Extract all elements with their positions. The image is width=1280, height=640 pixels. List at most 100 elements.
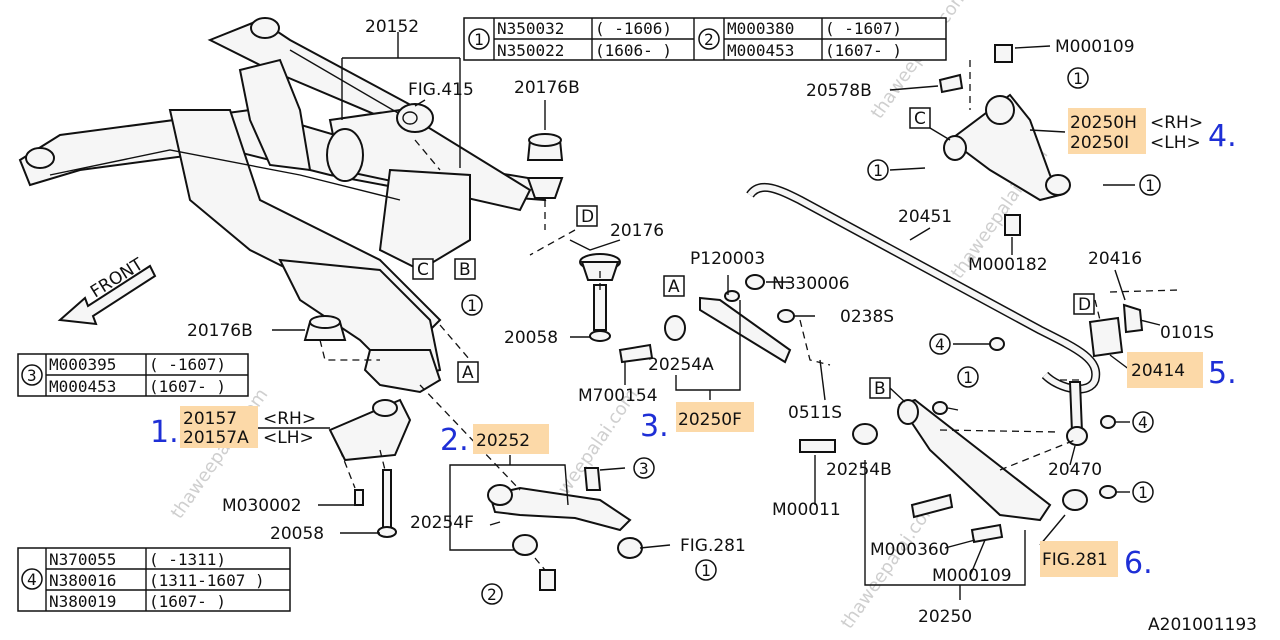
lower-arm-20250: [799, 398, 1117, 544]
label-20250: 20250: [918, 607, 972, 627]
callout-2: 2.: [440, 423, 469, 458]
label-20254b: 20254B: [826, 460, 892, 480]
part-code: N380019: [49, 592, 116, 611]
table-4: 4 N370055 ( -1311) N380016 (1311-1607 ) …: [17, 547, 291, 612]
box-letter-c: C: [417, 260, 429, 280]
date-range: (1607- ): [149, 377, 226, 396]
marker-1: 1: [963, 368, 973, 387]
part-code: M000453: [49, 377, 116, 396]
box-letters: D C B A A C D B: [412, 107, 1095, 399]
date-range: (1311-1607 ): [149, 571, 265, 590]
label-m000109-low: M000109: [932, 566, 1012, 586]
callout-5: 5.: [1208, 356, 1237, 391]
label-20176b-top: 20176B: [514, 78, 580, 98]
highlight-fig281: [1040, 541, 1118, 577]
highlight-20250h: [1068, 108, 1146, 154]
label-20058-low: 20058: [270, 524, 324, 544]
label-n330006: N330006: [772, 274, 850, 294]
highlight-20157: [180, 406, 258, 448]
box-letter-a: A: [668, 277, 680, 297]
label-m000109-top: M000109: [1055, 37, 1135, 57]
marker-2: 2: [487, 585, 497, 604]
label-m000360: M000360: [870, 540, 950, 560]
marker-4: 4: [935, 335, 945, 354]
label-20250h: 20250H: [1070, 113, 1137, 133]
label-20451: 20451: [898, 207, 952, 227]
label-20252: 20252: [476, 431, 530, 451]
marker-1: 1: [701, 561, 711, 580]
label-20157: 20157: [183, 409, 237, 429]
label-20414: 20414: [1131, 361, 1185, 381]
callout-4: 4.: [1208, 119, 1237, 154]
highlight-20252: [473, 424, 549, 454]
label-20250h-rh: <RH>: [1150, 113, 1203, 133]
label-20254f: 20254F: [410, 513, 474, 533]
label-20157-rh: <RH>: [263, 409, 316, 429]
document-code: A201001193: [1148, 615, 1257, 635]
part-code: M000395: [49, 355, 116, 374]
mount-20176: [579, 253, 621, 342]
marker-1: 1: [474, 30, 484, 49]
mount-20176b-top: [526, 133, 564, 199]
label-fig415: FIG.415: [408, 80, 474, 100]
date-range: (1607- ): [149, 592, 226, 611]
label-20176b-left: 20176B: [187, 321, 253, 341]
part-code: N370055: [49, 550, 116, 569]
marker-4: 4: [1138, 413, 1148, 432]
marker-1: 1: [1145, 176, 1155, 195]
circle-markers: 1 3 1 2 1 1 1 4 1 4 1: [461, 67, 1161, 605]
label-0511s: 0511S: [788, 403, 842, 423]
label-20157a: 20157A: [183, 428, 249, 448]
box-letter-b: B: [459, 260, 471, 280]
mount-20176b-left: [303, 315, 347, 341]
label-20254a: 20254A: [648, 355, 714, 375]
marker-2: 2: [704, 30, 714, 49]
arm-20250f: [618, 274, 795, 364]
label-m000182: M000182: [968, 255, 1048, 275]
label-20176: 20176: [610, 221, 664, 241]
callout-3: 3.: [640, 409, 669, 444]
bushing-fig415: [396, 103, 434, 133]
bolt-20058-low: [354, 469, 397, 538]
rear-subframe: [18, 17, 547, 382]
marker-1: 1: [873, 161, 883, 180]
label-20470: 20470: [1048, 460, 1102, 480]
box-letter-b: B: [874, 379, 886, 399]
box-letter-c: C: [914, 109, 926, 129]
header-part-table: 1 2 N350032 ( -1606) N350022 (1606- ) M0…: [463, 17, 947, 61]
part-labels: 20152 FIG.415 20176B 20176B 20176 20058 …: [183, 17, 1257, 635]
marker-3: 3: [27, 366, 37, 385]
marker-1: 1: [467, 296, 477, 315]
bracket-20157: [328, 349, 442, 462]
label-fig281-mid: FIG.281: [680, 536, 746, 556]
label-0238s: 0238S: [840, 307, 894, 327]
date-range: ( -1607): [149, 355, 226, 374]
front-arrow: FRONT: [57, 254, 157, 326]
callout-1: 1.: [150, 415, 179, 450]
marker-3: 3: [639, 459, 649, 478]
part-code: M000380: [727, 19, 794, 38]
part-code: M000453: [727, 41, 794, 60]
label-20250f: 20250F: [678, 410, 742, 430]
date-range: (1607- ): [825, 41, 902, 60]
label-20157a-lh: <LH>: [263, 428, 314, 448]
marker-1: 1: [1073, 69, 1083, 88]
part-code: N350032: [497, 19, 564, 38]
label-p120003: P120003: [690, 249, 765, 269]
label-20058-mid: 20058: [504, 328, 558, 348]
marker-1: 1: [1138, 483, 1148, 502]
label-fig281-right: FIG.281: [1042, 550, 1108, 570]
box-letter-d: D: [581, 207, 594, 227]
label-20250i: 20250I: [1070, 133, 1129, 153]
date-range: ( -1311): [149, 550, 226, 569]
link-20470: [1066, 381, 1116, 446]
label-20416: 20416: [1088, 249, 1142, 269]
label-20152: 20152: [365, 17, 419, 37]
label-m030002: M030002: [222, 496, 302, 516]
label-20578b: 20578B: [806, 81, 872, 101]
label-m00011: M00011: [772, 500, 841, 520]
part-code: N350022: [497, 41, 564, 60]
leader-lines: [255, 32, 1181, 600]
highlight-20414: [1127, 352, 1203, 388]
